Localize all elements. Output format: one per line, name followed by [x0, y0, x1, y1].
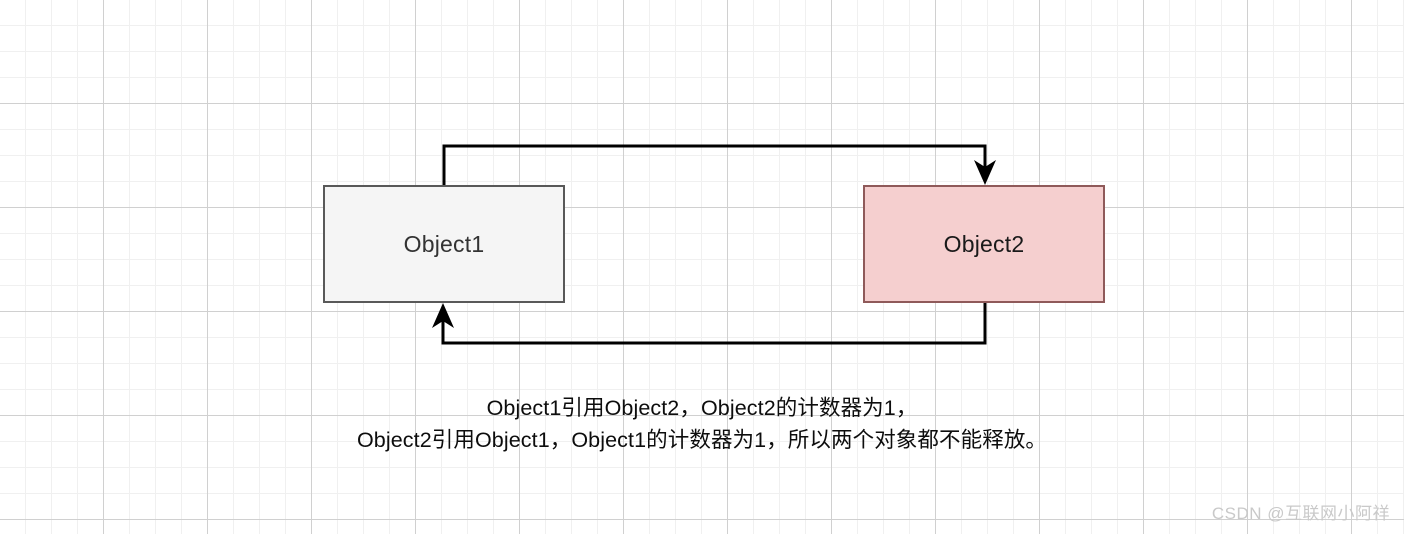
- arrowhead-into-object1: [432, 303, 454, 328]
- edge-object1-to-object2: [442, 144, 987, 185]
- node-object2-label: Object2: [943, 230, 1025, 257]
- caption-line-1: Object1引用Object2，Object2的计数器为1，: [486, 396, 918, 420]
- node-object2[interactable]: Object2: [863, 185, 1105, 303]
- node-object1[interactable]: Object1: [323, 185, 565, 303]
- watermark: CSDN @互联网小阿祥: [1211, 504, 1390, 523]
- diagram-caption: Object1引用Object2，Object2的计数器为1， Object2引…: [0, 392, 1404, 456]
- node-object1-label: Object1: [403, 230, 485, 257]
- caption-line-2: Object2引用Object1，Object1的计数器为1，所以两个对象都不能…: [356, 428, 1048, 452]
- edge-object2-to-object1: [441, 303, 987, 345]
- arrowhead-into-object2: [974, 160, 996, 185]
